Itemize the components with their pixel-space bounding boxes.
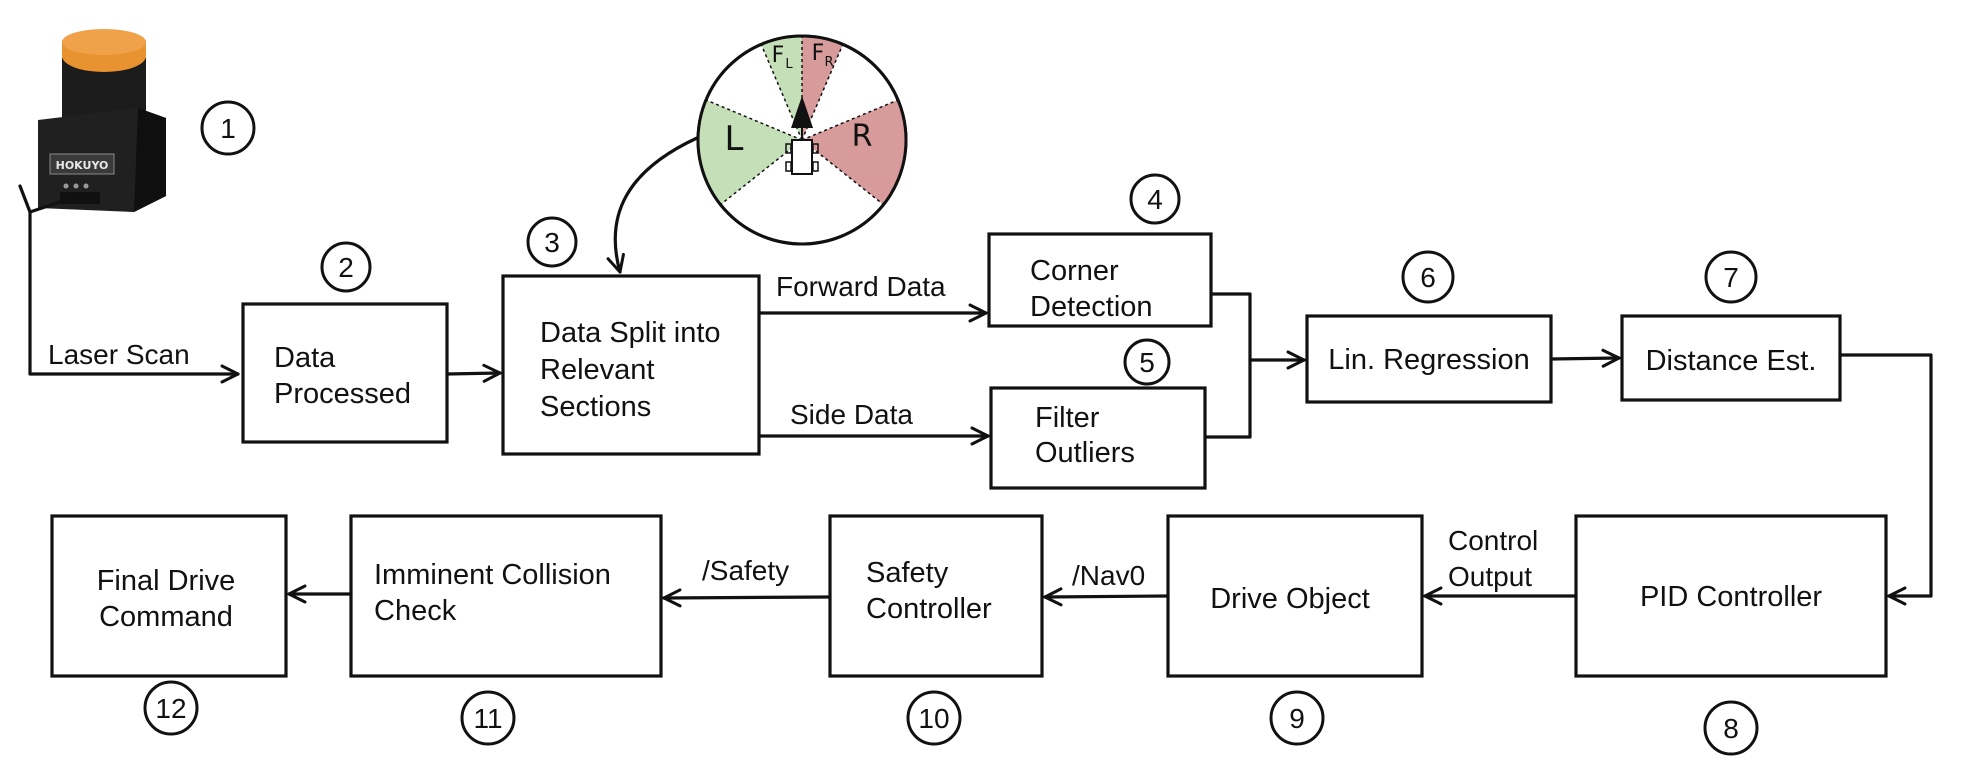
step-number-11: 11 [460, 690, 516, 746]
scan-sectors-diagram: L R F L F R [696, 34, 908, 246]
node-label: Detection [1030, 291, 1153, 323]
svg-text:3: 3 [544, 227, 560, 258]
laser-scan-arrow [28, 240, 240, 384]
sector-left-label: L [725, 119, 744, 159]
distance-to-pid-arrow [1838, 353, 1933, 606]
node-safety-controller: Safety Controller [828, 514, 1044, 678]
step-number-8: 8 [1703, 700, 1759, 756]
svg-text:6: 6 [1420, 262, 1436, 293]
node-label: Imminent Collision [374, 559, 611, 591]
regression-to-distance-arrow [1549, 348, 1621, 368]
sector-right [802, 100, 907, 205]
robot-body [791, 139, 813, 175]
sector-front-left-sub: L [785, 57, 793, 72]
step-number-12: 12 [143, 680, 199, 736]
edge-label-control-output: Control [1448, 525, 1538, 556]
sector-to-split-arrow [606, 136, 699, 274]
node-label: Filter [1035, 402, 1100, 434]
node-label: Controller [866, 593, 992, 625]
node-drive-object: Drive Object [1166, 514, 1424, 678]
sensor-led [63, 183, 69, 189]
node-final-drive: Final Drive Command [50, 514, 288, 678]
node-corner-detection: Corner Detection [987, 232, 1213, 328]
sector-front-right-sub: R [824, 55, 833, 70]
merge-connector [1203, 292, 1252, 439]
node-label: Corner [1030, 255, 1119, 287]
svg-text:4: 4 [1147, 184, 1163, 215]
sensor-connector [60, 192, 100, 204]
svg-text:11: 11 [473, 703, 502, 734]
heading-arrow [791, 96, 813, 128]
sensor-label-plate [49, 153, 115, 175]
node-label: Drive Object [1210, 583, 1370, 615]
node-collision-check: Imminent Collision Check [349, 514, 663, 678]
node-distance-est: Distance Est. [1620, 314, 1842, 402]
edge-label-safety: /Safety [702, 555, 789, 586]
edge-label-side-data: Side Data [790, 399, 913, 430]
node-label: Command [99, 601, 233, 633]
step-number-3: 3 [526, 216, 578, 268]
edge-label-forward-data: Forward Data [776, 271, 946, 302]
node-label: PID Controller [1640, 581, 1822, 613]
node-label: Distance Est. [1646, 345, 1817, 377]
svg-text:2: 2 [338, 252, 354, 283]
node-label: Sections [540, 391, 651, 423]
node-label: Lin. Regression [1328, 344, 1530, 376]
sensor-brand-text: HOKUYO [56, 159, 109, 172]
sector-left [697, 100, 802, 205]
node-filter-outliers: Filter Outliers [989, 386, 1207, 490]
edge-label-control-output: Output [1448, 561, 1532, 592]
processed-to-split-arrow [445, 363, 502, 383]
node-label: Data Split into [540, 317, 721, 349]
svg-text:10: 10 [918, 703, 949, 734]
sensor-led [73, 183, 79, 189]
step-number-1: 1 [200, 100, 256, 156]
safety-arrow [662, 588, 832, 608]
node-label: Safety [866, 557, 949, 589]
svg-text:7: 7 [1723, 262, 1739, 293]
robot-car-icon [785, 96, 819, 175]
svg-text:12: 12 [155, 693, 186, 724]
sensor-base-side [134, 108, 166, 212]
step-number-7: 7 [1704, 250, 1758, 304]
svg-text:9: 9 [1289, 703, 1305, 734]
step-number-4: 4 [1129, 173, 1181, 225]
svg-text:5: 5 [1139, 347, 1155, 378]
svg-text:1: 1 [220, 113, 236, 144]
sector-dividers [705, 36, 899, 206]
step-number-10: 10 [906, 690, 962, 746]
node-label: Processed [274, 378, 411, 410]
node-pid-controller: PID Controller [1574, 514, 1888, 678]
node-label: Outliers [1035, 437, 1135, 469]
edge-label-laser-scan: Laser Scan [48, 339, 190, 370]
step-number-9: 9 [1269, 690, 1325, 746]
node-data-processed: Data Processed [241, 302, 449, 444]
node-data-split: Data Split into Relevant Sections [501, 274, 761, 456]
sector-right-label: R [852, 119, 873, 154]
step-number-6: 6 [1401, 250, 1455, 304]
sensor-led [83, 183, 89, 189]
node-label: Check [374, 595, 457, 627]
sensor-cable [18, 184, 240, 384]
node-lin-regression: Lin. Regression [1305, 314, 1553, 404]
hokuyo-lidar-sensor-icon: HOKUYO [38, 29, 166, 212]
step-number-2: 2 [320, 241, 372, 293]
svg-text:8: 8 [1723, 713, 1739, 744]
sector-front-right [802, 35, 843, 140]
sensor-cap-top [62, 29, 146, 55]
sector-front-left [761, 35, 802, 140]
node-label: Final Drive [97, 565, 236, 597]
sector-front-right-label: F [812, 41, 825, 66]
node-label: Relevant [540, 354, 654, 386]
edge-label-nav0: /Nav0 [1072, 560, 1145, 591]
sector-front-left-label: F [772, 43, 785, 68]
nav0-arrow [1043, 587, 1170, 607]
step-number-5: 5 [1123, 338, 1171, 386]
node-label: Data [274, 342, 336, 374]
